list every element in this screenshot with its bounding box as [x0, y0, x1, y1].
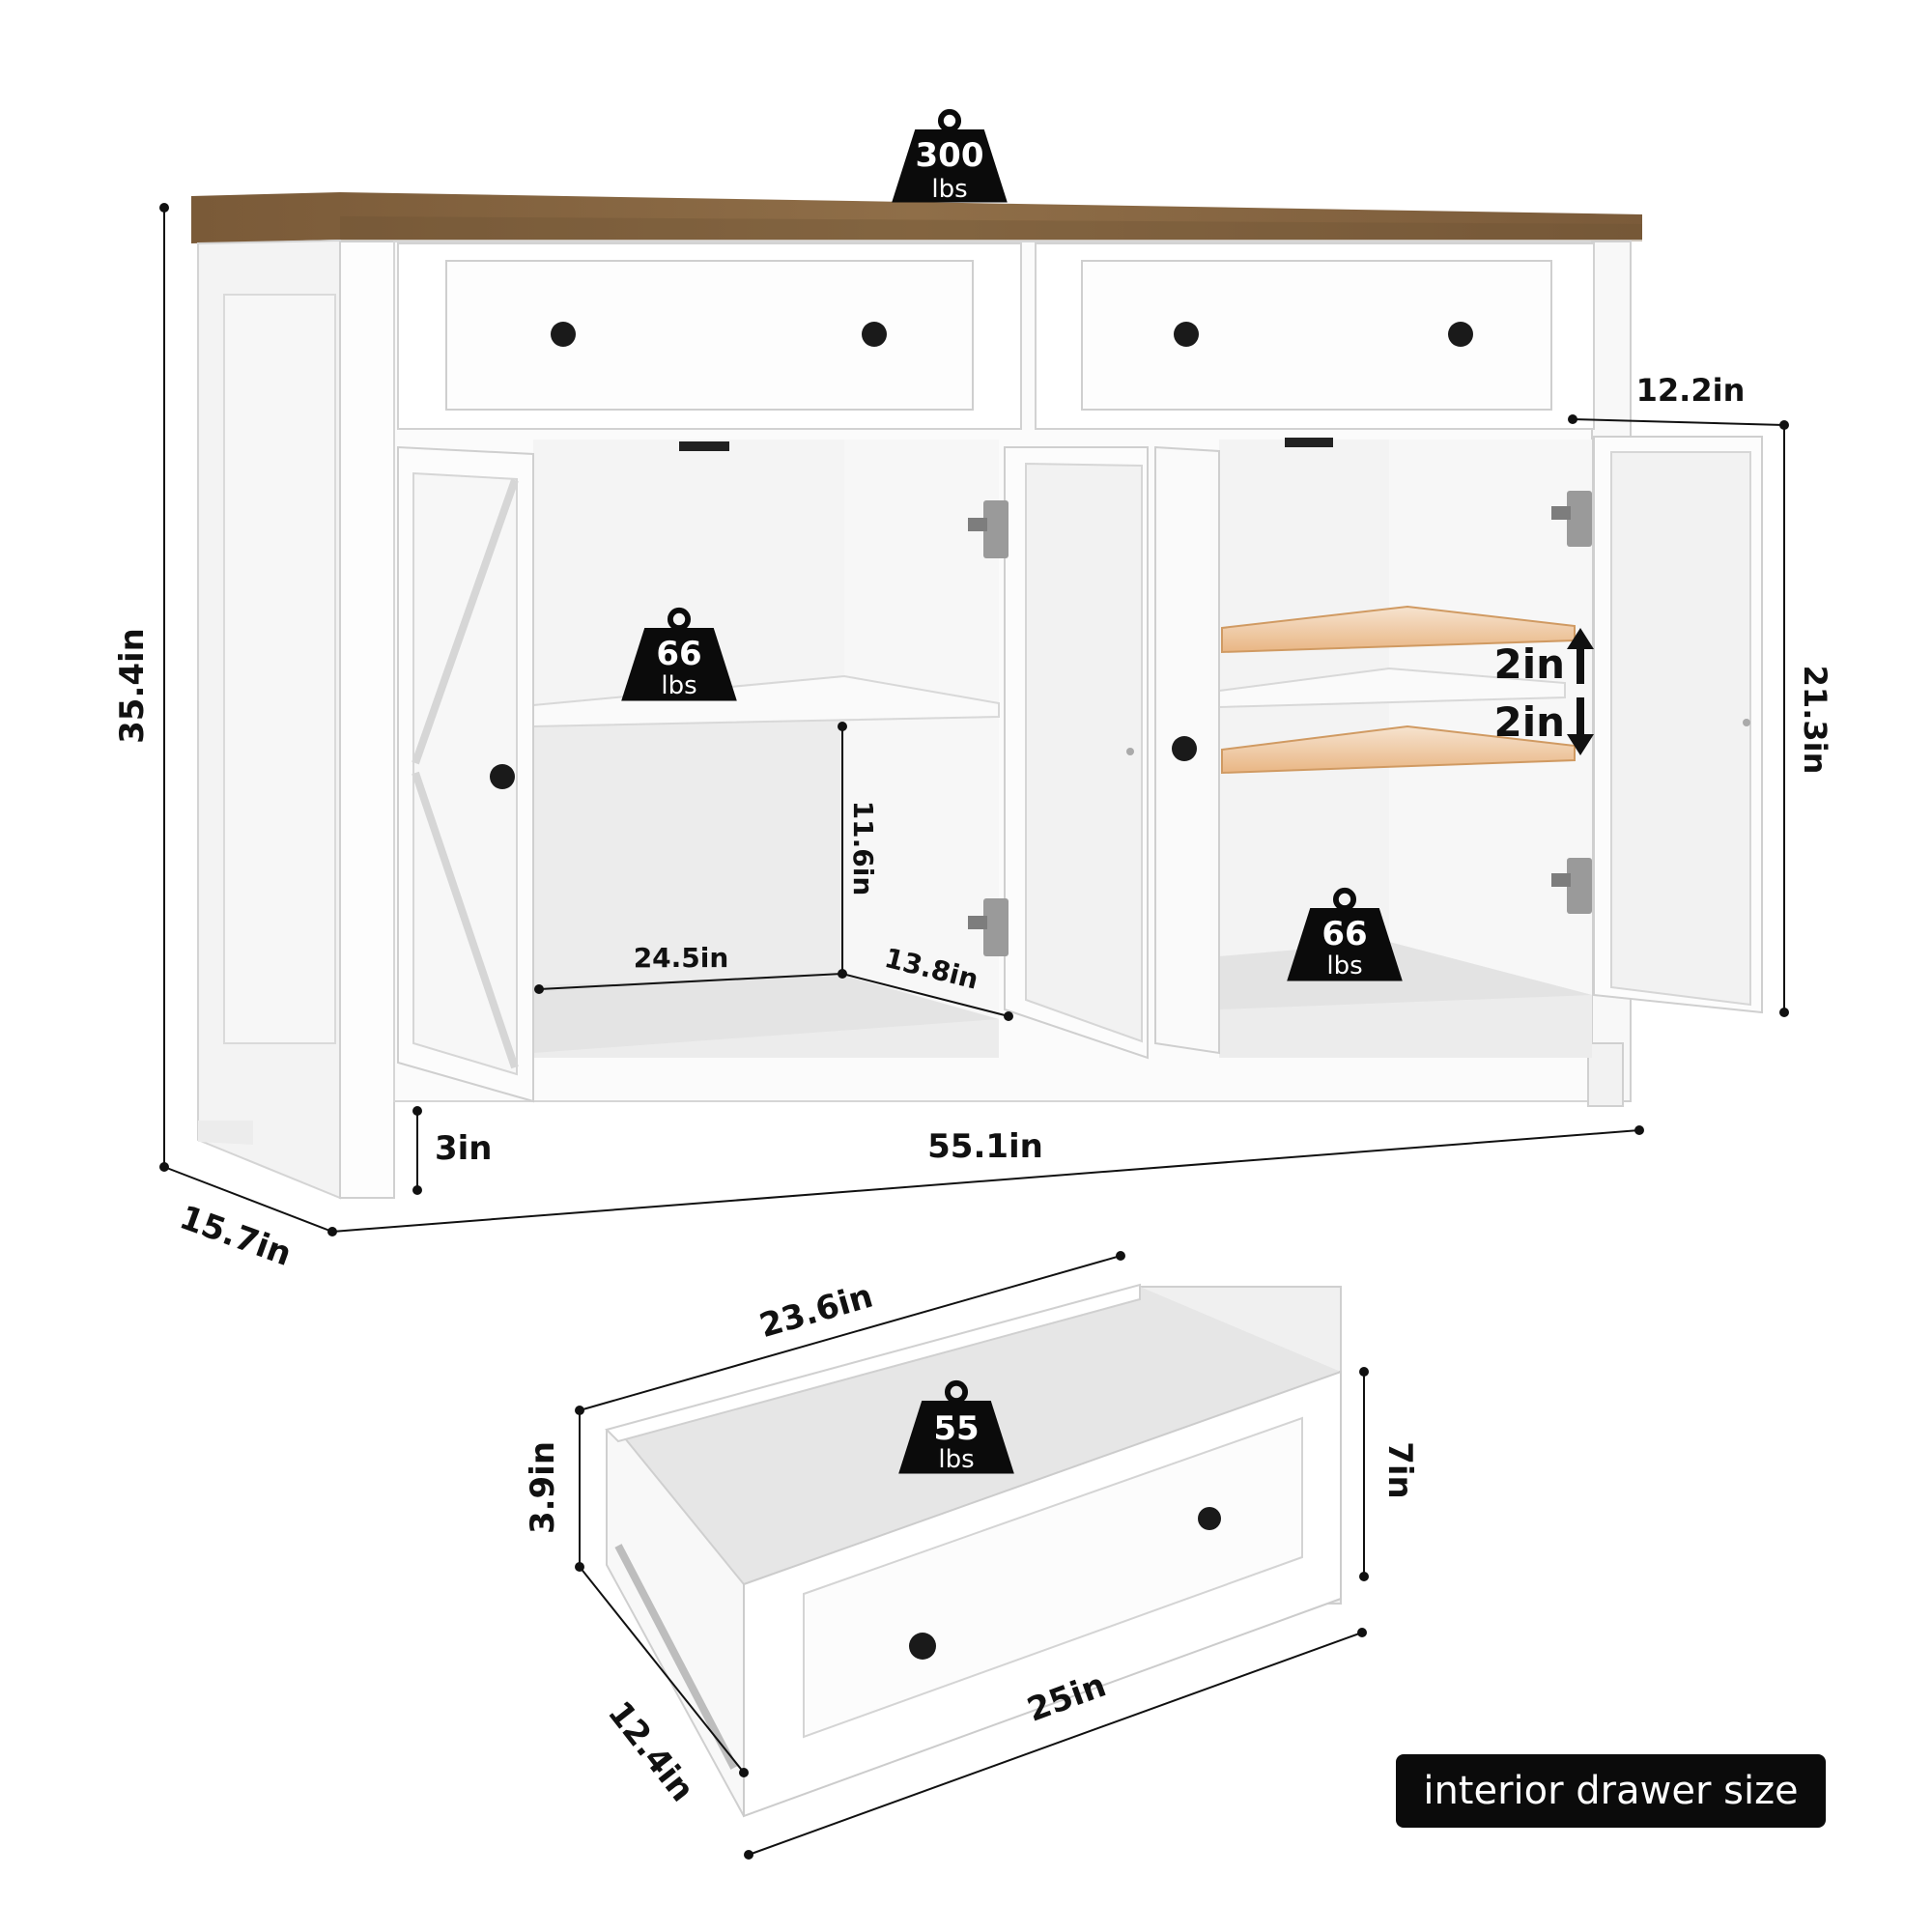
right-door	[1551, 436, 1763, 1014]
shelf-position-lower	[1221, 724, 1576, 775]
depth-label: 15.7in	[175, 1198, 297, 1274]
knob-icon	[909, 1633, 936, 1660]
left-compartment	[532, 440, 1000, 1058]
door-width-label: 12.2in	[1636, 372, 1746, 409]
leg-height-label: 3in	[435, 1129, 493, 1168]
knob-icon	[862, 322, 887, 347]
knob-icon	[551, 322, 576, 347]
sideboard-cabinet	[191, 192, 1763, 1200]
hinge-icon	[968, 898, 1009, 956]
front-left-post	[339, 241, 395, 1199]
weight-unit: lbs	[931, 175, 967, 204]
hinge-icon	[1551, 858, 1592, 914]
knob-icon	[1448, 322, 1473, 347]
drawer-dimension-lines	[575, 1251, 1369, 1860]
left-side-inset	[223, 294, 336, 1044]
knob-icon	[1172, 736, 1197, 761]
knob-icon	[1198, 1507, 1221, 1530]
weight-badge-drawer: 55 lbs	[898, 1383, 1014, 1474]
center-left-door	[968, 446, 1149, 1060]
center-right-door	[1154, 445, 1220, 1055]
width-label: 55.1in	[927, 1127, 1043, 1166]
weight-badge-left-shelf: 66 lbs	[621, 611, 737, 701]
weight-value: 66	[1321, 915, 1367, 953]
door-height-label: 21.3in	[1797, 666, 1833, 775]
dimension-lines	[159, 203, 1789, 1236]
hinge-icon	[1551, 491, 1592, 547]
weight-unit: lbs	[938, 1445, 974, 1474]
top-drawer-right	[1035, 242, 1595, 430]
drawer-height-front-label: 7in	[1380, 1441, 1419, 1499]
drawer-height-inner-label: 3.9in	[524, 1441, 562, 1534]
right-leg	[1587, 1042, 1624, 1107]
inner-width-label: 24.5in	[634, 942, 729, 974]
left-door	[397, 445, 534, 1103]
wood-top-front	[340, 216, 1642, 242]
shelf-height-label: 11.6in	[847, 801, 879, 896]
weight-value: 55	[933, 1409, 979, 1448]
height-label: 35.4in	[113, 628, 152, 744]
left-back-leg	[198, 1121, 253, 1145]
hinge-icon	[968, 500, 1009, 558]
arrow-down-icon	[1567, 697, 1594, 755]
drawer-width-outer-label: 23.6in	[755, 1277, 877, 1346]
wood-top	[191, 192, 1642, 243]
weight-badge-top: 300 lbs	[892, 112, 1008, 204]
weight-unit: lbs	[1326, 952, 1362, 980]
shelf-position-upper	[1221, 605, 1576, 654]
weight-unit: lbs	[661, 671, 696, 700]
weight-badge-right-bottom: 66 lbs	[1287, 891, 1403, 981]
arrow-up-icon	[1567, 628, 1594, 684]
weight-value: 66	[656, 635, 701, 673]
shelf-step-up-label: 2in	[1493, 640, 1565, 688]
knob-icon	[1174, 322, 1199, 347]
interior-drawer-size-caption: interior drawer size	[1396, 1754, 1826, 1828]
weight-value: 300	[916, 136, 984, 175]
knob-icon	[490, 764, 515, 789]
top-drawer-left	[397, 242, 1022, 430]
right-compartment	[1218, 438, 1592, 1058]
shelf-step-down-label: 2in	[1493, 698, 1565, 746]
drawer-illustration	[605, 1283, 1342, 1818]
